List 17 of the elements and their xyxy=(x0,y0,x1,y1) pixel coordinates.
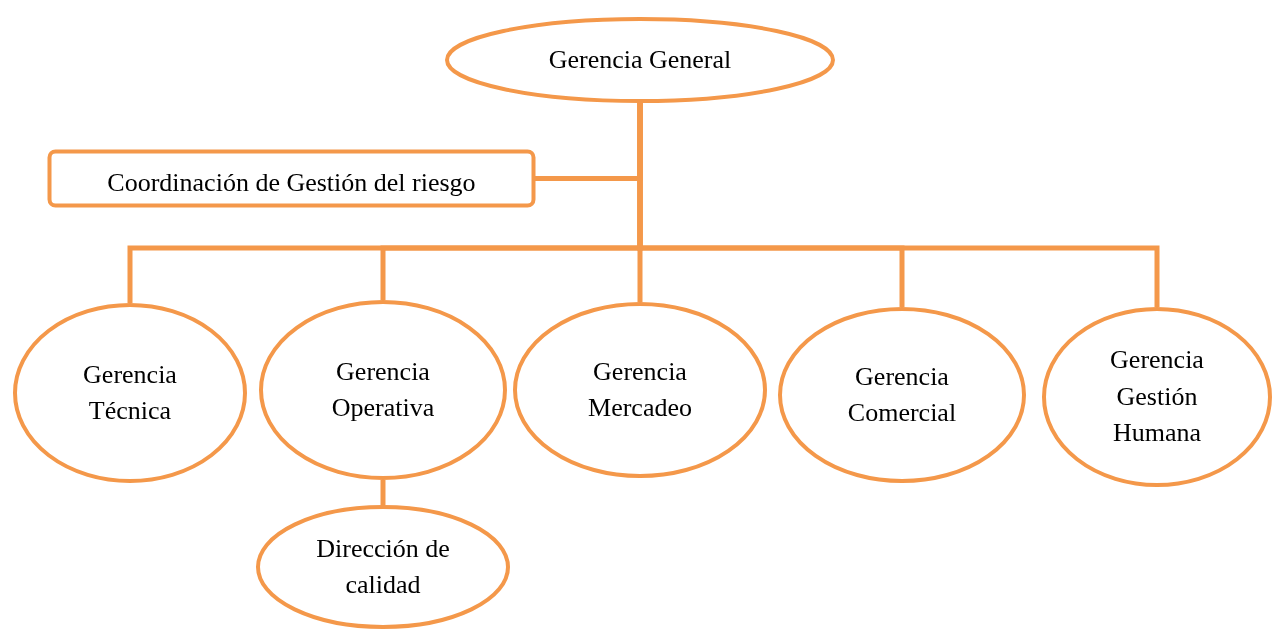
unit-name: Dirección de calidad xyxy=(315,532,451,601)
unit-name: Coordinación de Gestión del riesgo xyxy=(107,167,476,200)
connector-line xyxy=(380,480,386,505)
unit-name: Gerencia Técnica xyxy=(82,358,178,427)
unit-ellipse xyxy=(513,302,767,478)
unit-ellipse xyxy=(445,17,835,103)
unit-name: Gerencia General xyxy=(548,43,732,76)
unit-ellipse xyxy=(259,300,507,480)
unit-ellipse xyxy=(13,303,247,483)
unit-name: Gerencia Mercadeo xyxy=(587,355,693,424)
unit-ellipse xyxy=(778,307,1026,483)
unit-name: Gerencia Gestión Humana xyxy=(1109,344,1205,450)
unit-name: Gerencia Operativa xyxy=(330,355,436,424)
unit-box xyxy=(48,150,535,207)
unit-ellipse xyxy=(1042,307,1272,487)
unit-ellipse xyxy=(256,505,510,629)
unit-name: Gerencia Comercial xyxy=(846,360,958,429)
